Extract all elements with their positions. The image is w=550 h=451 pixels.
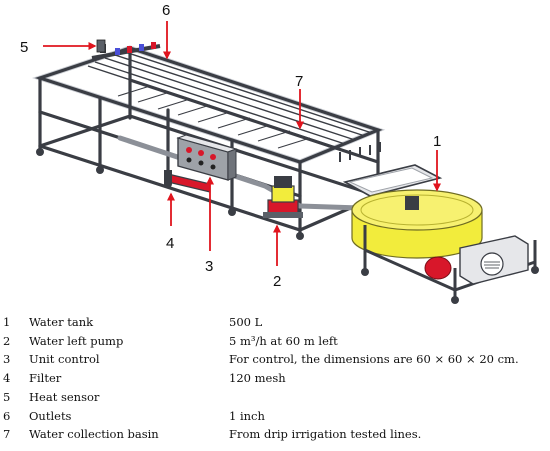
legend-number: 3	[3, 352, 11, 367]
legend-number: 6	[3, 408, 11, 423]
test-rig-diagram: 1 2 3 4 5 6 7	[20, 2, 539, 304]
water-tank	[351, 189, 483, 259]
water-pipe	[117, 135, 363, 211]
collection-basin	[339, 142, 443, 197]
legend-spec: 500 L	[229, 315, 263, 329]
legend-part-name: Outlets	[29, 408, 72, 423]
legend-row: 1 Water tank 500 L	[0, 313, 550, 332]
legend-part-name: Heat sensor	[29, 389, 100, 404]
pressure-tank	[424, 256, 452, 280]
callout-label-6: 6	[162, 2, 170, 19]
callout-label-2: 2	[273, 273, 281, 290]
legend-spec: From drip irrigation tested lines.	[229, 427, 422, 442]
heat-sensor-icon	[96, 39, 106, 53]
legend-part-name: Water tank	[29, 315, 94, 329]
drip-line-trays	[87, 51, 373, 149]
callout-label-7: 7	[295, 73, 303, 90]
legend-part-name: Unit control	[29, 352, 100, 367]
legend-row: 5 Heat sensor	[0, 388, 550, 407]
legend-number: 4	[3, 371, 11, 386]
legend-spec: 1 inch	[229, 408, 265, 423]
callout-label-3: 3	[205, 258, 213, 275]
cooling-unit	[459, 235, 529, 285]
legend-part-name: Water left pump	[29, 333, 124, 348]
legend-spec: For control, the dimensions are 60 × 60 …	[229, 352, 519, 367]
callout-label-5: 5	[20, 39, 28, 56]
callout-label-1: 1	[433, 133, 441, 150]
legend-part-name: Water collection basin	[29, 427, 159, 442]
control-panel	[176, 134, 238, 181]
legend-row: 4 Filter 120 mesh	[0, 369, 550, 388]
legend-spec	[229, 388, 550, 407]
legend-number: 2	[3, 333, 11, 348]
legend-row: 7 Water collection basin From drip irrig…	[0, 425, 550, 444]
pump-unit	[263, 176, 303, 218]
legend-spec: 5 m³/h at 60 m left	[229, 333, 338, 348]
legend-spec: 120 mesh	[229, 371, 286, 386]
legend-row: 3 Unit control For control, the dimensio…	[0, 350, 550, 369]
callout-label-4: 4	[166, 235, 174, 252]
legend-row: 6 Outlets 1 inch	[0, 407, 550, 426]
legend-row: 2 Water left pump 5 m³/h at 60 m left	[0, 332, 550, 351]
legend-part-name: Filter	[29, 371, 62, 386]
legend-number: 5	[3, 389, 11, 404]
legend-number: 7	[3, 427, 11, 442]
tank-stand-feet	[361, 266, 539, 304]
legend-number: 1	[3, 315, 11, 329]
parts-legend-table: 1 Water tank 500 L 2 Water left pump 5 m…	[0, 313, 550, 444]
